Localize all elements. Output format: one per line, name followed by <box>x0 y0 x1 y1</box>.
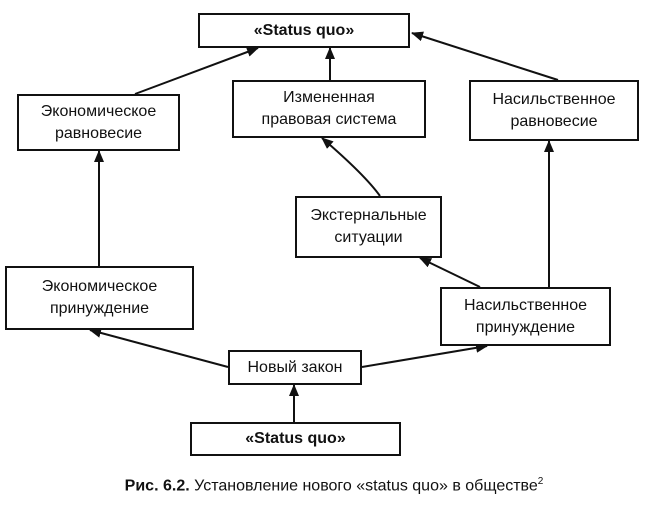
figure-caption-text: Установление нового «status quo» в общес… <box>194 477 538 495</box>
new-law-label: Новый закон <box>247 358 343 376</box>
edge-violent-equilibrium-to-statusquo <box>411 31 559 81</box>
figure-caption-footnote: 2 <box>537 476 544 487</box>
econ-coercion-node: Экономическое принуждение <box>5 266 194 330</box>
edge-external-to-legal-system <box>321 137 381 197</box>
external-situations-label: Экстернальные ситуации <box>310 207 427 246</box>
edge-econ-equilibrium-to-statusquo <box>134 47 259 95</box>
status-quo-top-node: «Status quo» <box>198 13 410 48</box>
external-situations-node: Экстернальные ситуации <box>295 196 442 258</box>
edge-newlaw-to-violent-coercion <box>361 342 488 368</box>
econ-equilibrium-label: Экономическое равновесие <box>40 102 157 142</box>
figure-caption-label: Рис. 6.2. <box>124 477 190 495</box>
status-quo-bottom-node: «Status quo» <box>190 422 401 456</box>
changed-legal-system-node: Измененная правовая система <box>232 80 426 138</box>
econ-equilibrium-node: Экономическое равновесие <box>17 94 180 151</box>
changed-legal-system-label: Измененная правовая система <box>261 89 397 128</box>
figure-caption: Рис. 6.2. Установление нового «status qu… <box>0 476 668 495</box>
edge-newlaw-to-econ-coercion <box>89 328 229 368</box>
violent-equilibrium-label: Насильственное равновесие <box>492 90 616 130</box>
new-law-node: Новый закон <box>228 350 362 385</box>
violent-coercion-node: Насильственное принуждение <box>440 287 611 346</box>
violent-coercion-label: Насильственное принуждение <box>463 296 588 336</box>
edge-violent-coercion-to-external <box>419 257 481 288</box>
status-quo-bottom-label: «Status quo» <box>245 430 346 447</box>
status-quo-top-label: «Status quo» <box>253 21 355 39</box>
violent-equilibrium-node: Насильственное равновесие <box>469 80 639 141</box>
econ-coercion-label: Экономическое принуждение <box>41 278 158 317</box>
